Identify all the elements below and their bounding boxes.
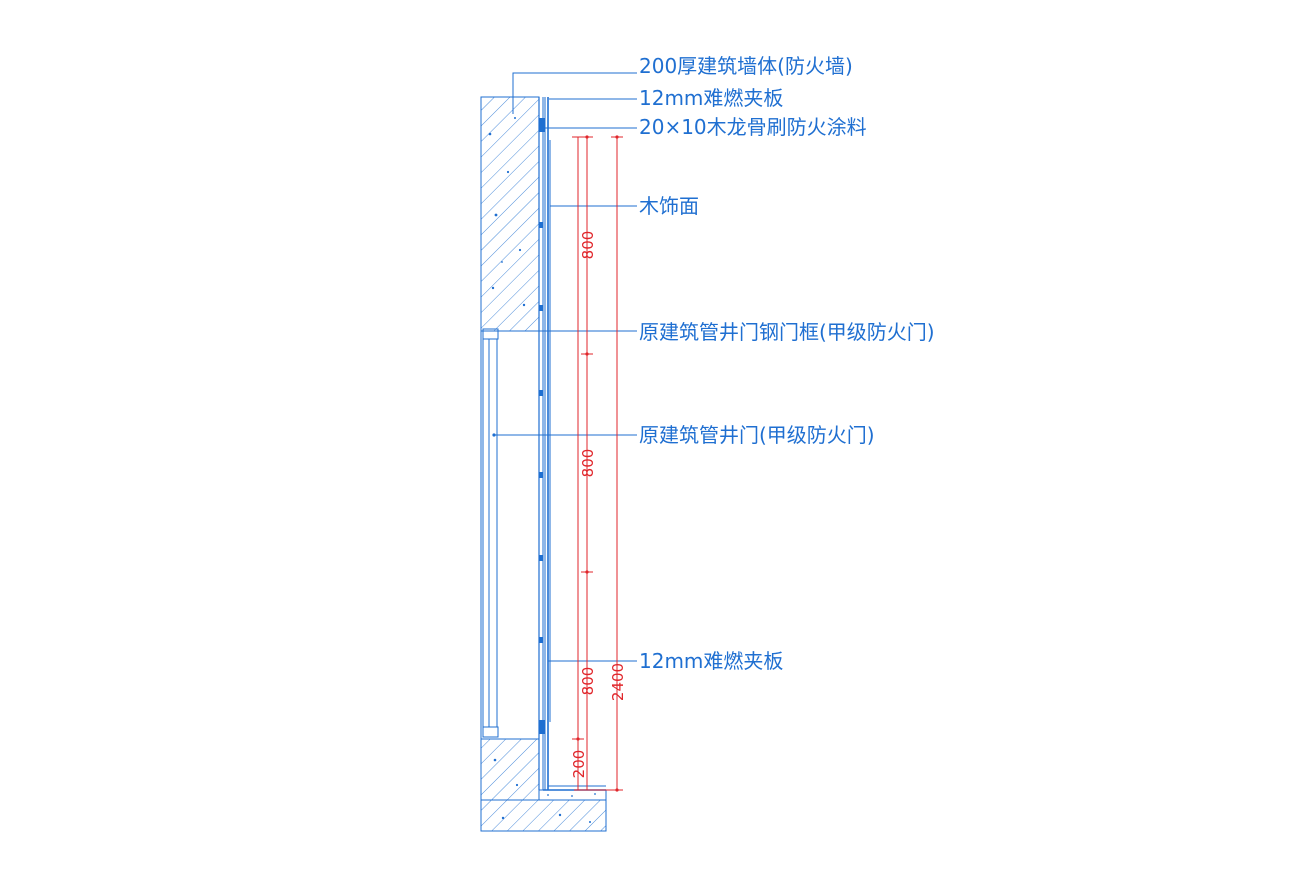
label-door: 原建筑管井门(甲级防火门) bbox=[639, 423, 875, 447]
fire-door-leaf bbox=[482, 338, 498, 728]
door-opening bbox=[480, 330, 539, 740]
dim-lower-800: 800 bbox=[579, 667, 597, 696]
dim-upper-800: 800 bbox=[579, 231, 597, 260]
dim-base-200: 200 bbox=[570, 750, 588, 779]
wall-lower bbox=[480, 738, 540, 801]
label-door-frame: 原建筑管井门钢门框(甲级防火门) bbox=[639, 320, 935, 344]
label-keel: 20×10木龙骨刷防火涂料 bbox=[639, 115, 867, 139]
wood-keel bbox=[538, 97, 545, 790]
dim-middle-800: 800 bbox=[579, 449, 597, 478]
dim-overall-2400: 2400 bbox=[609, 663, 627, 701]
wall-upper bbox=[480, 96, 540, 332]
label-board-bottom: 12mm难燃夹板 bbox=[639, 649, 783, 673]
door-frame bbox=[482, 328, 499, 738]
leaders bbox=[494, 72, 637, 662]
label-wall: 200厚建筑墙体(防火墙) bbox=[639, 54, 853, 78]
label-board-top: 12mm难燃夹板 bbox=[639, 86, 783, 110]
fire-retardant-plywood bbox=[544, 97, 549, 790]
label-veneer: 木饰面 bbox=[639, 194, 699, 218]
dimension-chain bbox=[572, 135, 623, 792]
